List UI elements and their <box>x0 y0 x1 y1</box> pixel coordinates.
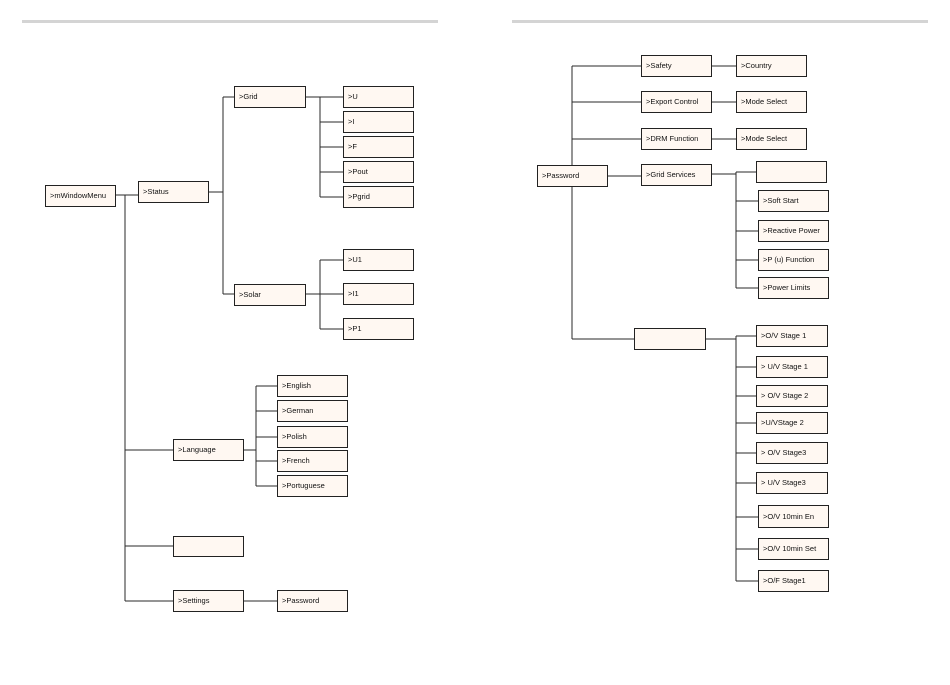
node-lang-portuguese: >Portuguese <box>277 475 348 497</box>
node-grid-services: >Grid Services <box>641 164 712 186</box>
node-drm-function: >DRM Function <box>641 128 712 150</box>
node-power-limits: >Power Limits <box>758 277 829 299</box>
node-pu-function: >P (u) Function <box>758 249 829 271</box>
node-of-stage1: >O/F Stage1 <box>758 570 829 592</box>
node-settings-password: >Password <box>277 590 348 612</box>
right-page-rule <box>512 20 928 23</box>
node-language: >Language <box>173 439 244 461</box>
node-grid-pgrid: >Pgrid <box>343 186 414 208</box>
node-blank-right <box>634 328 706 350</box>
node-ov-stage-1: >O/V Stage 1 <box>756 325 828 347</box>
node-uv-stage-1: > U/V Stage 1 <box>756 356 828 378</box>
node-reactive-power: >Reactive Power <box>758 220 829 242</box>
node-uv-stage-2: >U/VStage 2 <box>756 412 828 434</box>
node-ov-10min-en: >O/V 10min En <box>758 505 829 528</box>
node-solar-u1: >U1 <box>343 249 414 271</box>
node-lang-french: >French <box>277 450 348 472</box>
node-grid-f: >F <box>343 136 414 158</box>
node-password: >Password <box>537 165 608 187</box>
node-blank-left <box>173 536 244 557</box>
node-status: >Status <box>138 181 209 203</box>
node-grid-pout: >Pout <box>343 161 414 183</box>
node-lang-german: >German <box>277 400 348 422</box>
node-lang-english: >English <box>277 375 348 397</box>
node-ov-10min-set: >O/V 10min Set <box>758 538 829 560</box>
node-drm-mode-select: >Mode Select <box>736 128 807 150</box>
node-solar-p1: >P1 <box>343 318 414 340</box>
node-lang-polish: >Polish <box>277 426 348 448</box>
node-ov-stage3: > O/V Stage3 <box>756 442 828 464</box>
left-page-rule <box>22 20 438 23</box>
node-export-mode-select: >Mode Select <box>736 91 807 113</box>
node-export-control: >Export Control <box>641 91 712 113</box>
node-grid: >Grid <box>234 86 306 108</box>
node-uv-stage3: > U/V Stage3 <box>756 472 828 494</box>
node-safety: >Safety <box>641 55 712 77</box>
node-grid-i: >I <box>343 111 414 133</box>
node-country: >Country <box>736 55 807 77</box>
node-grid-services-blank <box>756 161 827 183</box>
node-solar: >Solar <box>234 284 306 306</box>
node-settings: >Settings <box>173 590 244 612</box>
node-solar-i1: >I1 <box>343 283 414 305</box>
node-soft-start: >Soft Start <box>758 190 829 212</box>
node-mwindowmenu: >mWindowMenu <box>45 185 116 207</box>
node-ov-stage-2: > O/V Stage 2 <box>756 385 828 407</box>
node-grid-u: >U <box>343 86 414 108</box>
